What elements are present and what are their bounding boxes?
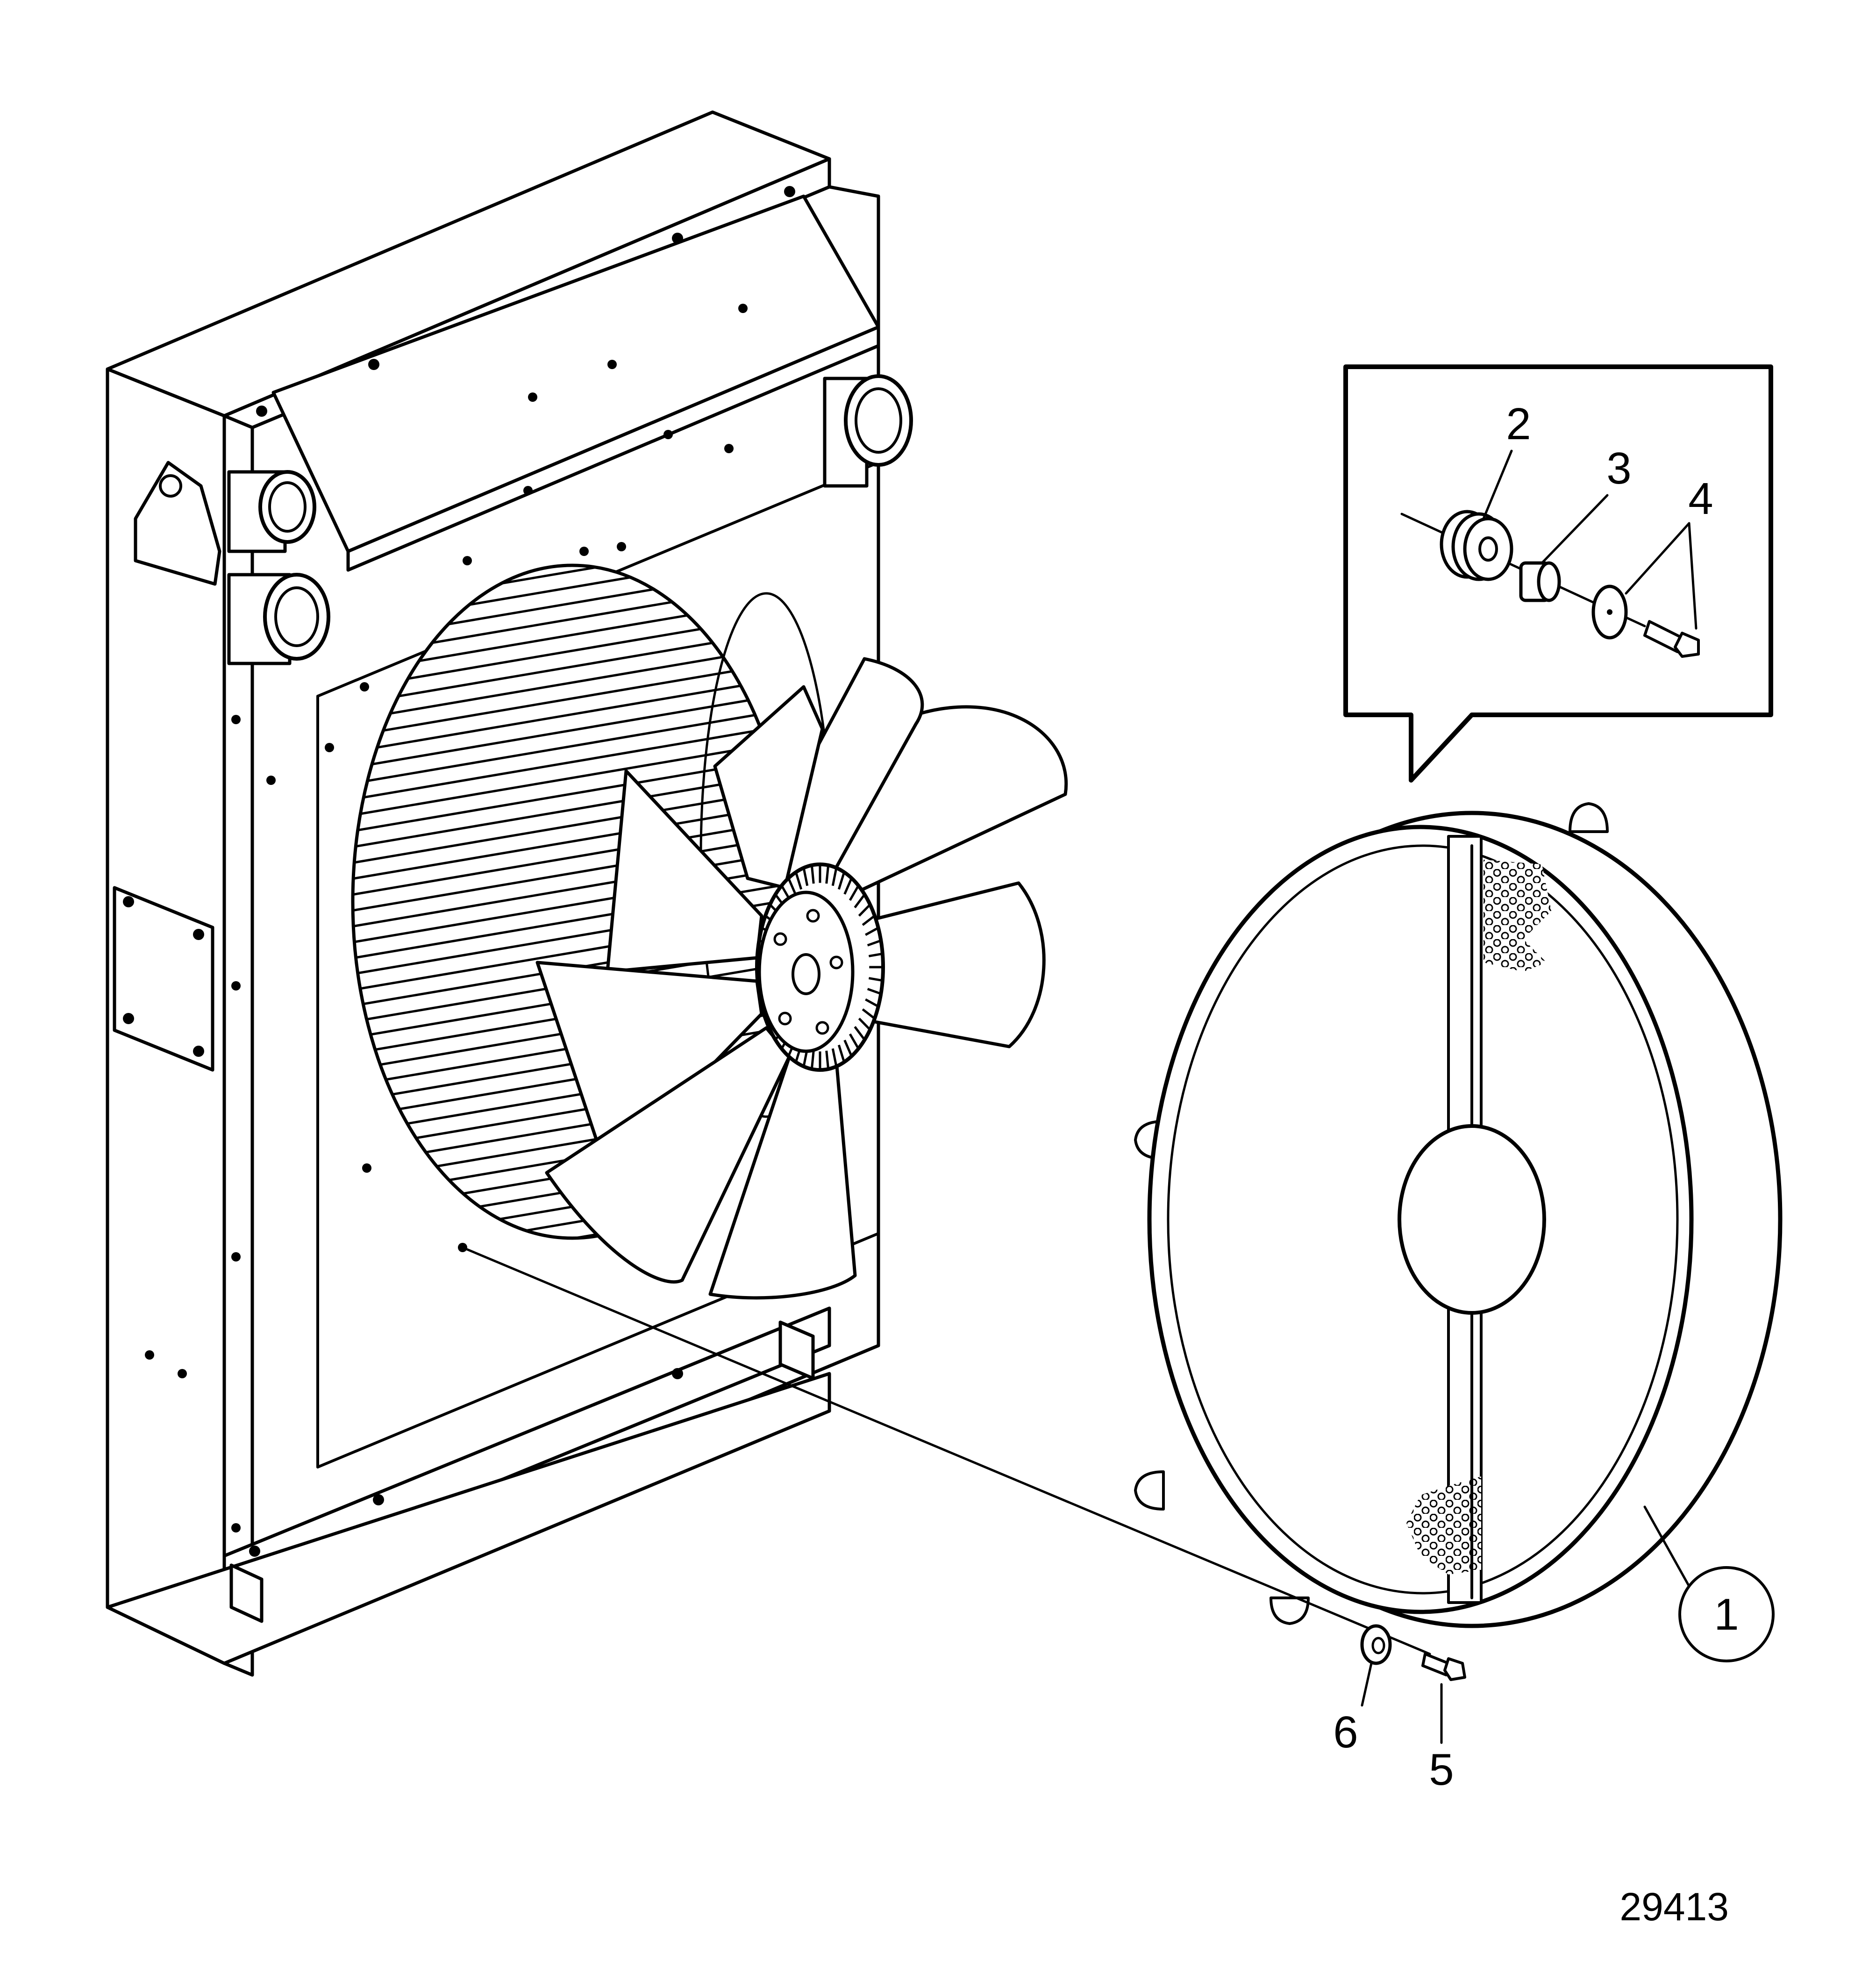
service-cover-plate <box>113 886 214 1072</box>
fan-hub-tooth <box>849 885 860 901</box>
fan-guard-hub-opening <box>1398 1124 1546 1315</box>
bolt-item-5 <box>1421 1653 1466 1681</box>
mounting-bracket-left <box>134 461 221 586</box>
upper-hose-connector <box>227 470 316 553</box>
callout-4: 4 <box>1688 474 1713 524</box>
washer-item-6 <box>1360 1624 1392 1665</box>
fan-blade <box>802 705 1068 904</box>
callout-3: 3 <box>1606 443 1631 493</box>
radiator-assembly <box>106 110 913 1677</box>
fan-guard <box>1134 802 1783 1628</box>
lower-hose-connector <box>227 573 330 665</box>
fan-hub-tooth <box>854 893 866 908</box>
radiator-fin <box>353 845 792 932</box>
fan-blade <box>713 685 824 890</box>
fan-hub-tooth <box>858 904 871 917</box>
fan-hub-tooth <box>862 1008 876 1019</box>
washer-part <box>1591 584 1628 640</box>
fan-hub-tooth <box>854 1026 866 1041</box>
fan-hub-tooth <box>825 865 830 884</box>
fan-hub-tooth <box>794 872 803 890</box>
figure-id-number: 29413 <box>1619 1885 1729 1929</box>
fan-hub-tooth <box>802 868 809 886</box>
detail-inset <box>1343 364 1773 783</box>
fan-hub-tooth <box>865 926 879 936</box>
fan-hub-tooth <box>831 868 838 886</box>
radiator-fin <box>353 686 792 773</box>
fastener-axis-line <box>461 1246 1431 1655</box>
fan-hub-tooth <box>837 1044 846 1062</box>
callout-1-circle <box>1678 1566 1775 1662</box>
fan-guard-mesh-bottom <box>1406 1476 1481 1575</box>
radiator-fin <box>353 702 792 789</box>
fan-hub-tooth <box>831 1048 838 1067</box>
fan-blade <box>545 1026 792 1284</box>
fan-hub-tooth <box>862 915 876 926</box>
fan-hub-tooth <box>849 1033 860 1049</box>
fan-hub-tooth <box>810 1050 815 1069</box>
radiator-fin <box>353 861 792 948</box>
fan-hub-tooth <box>858 1018 871 1031</box>
bolt-part <box>1643 620 1700 658</box>
fan-hub-tooth <box>865 998 879 1008</box>
fan-hub-tooth <box>868 977 883 982</box>
fan-hub-tooth <box>843 877 853 895</box>
fan-hub-tooth <box>837 872 846 890</box>
radiator-fin <box>353 718 792 805</box>
fan-hub-tooth <box>843 1040 853 1057</box>
coolant-outlet-pipe <box>823 374 913 488</box>
spacer-sleeve-part <box>1519 561 1561 602</box>
fan-blade <box>708 1054 857 1300</box>
callout-6: 6 <box>1333 1707 1358 1757</box>
fan-hub-tooth <box>825 1050 830 1069</box>
mounting-bracket-bottom <box>229 1563 264 1623</box>
grommet-part <box>1440 510 1513 581</box>
fan-hub-tooth <box>787 877 797 895</box>
fan-hub-tooth <box>810 865 815 884</box>
callout-5: 5 <box>1429 1745 1454 1795</box>
fan-hub-tooth <box>867 988 882 995</box>
callout-1: 1 <box>1714 1589 1739 1639</box>
fan-hub <box>755 862 885 1072</box>
callout-2: 2 <box>1506 399 1531 449</box>
fan-hub-tooth <box>867 939 882 947</box>
fan-guard-mesh-top <box>1484 860 1551 972</box>
fan-hub-tooth <box>868 952 883 957</box>
